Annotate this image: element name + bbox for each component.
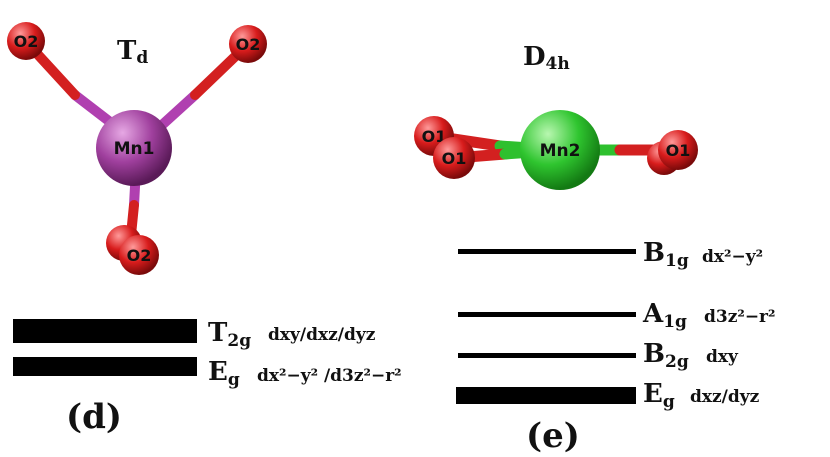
atom-o1-right: O1 xyxy=(647,130,698,175)
td-symmetry-label: Td xyxy=(117,36,148,68)
atom-mn2: Mn2 xyxy=(520,110,600,190)
level-bar-a1g xyxy=(458,312,636,317)
d4h-symmetry-label: D4h xyxy=(523,42,570,74)
atom-label-o1-left-top: O1 xyxy=(422,127,447,146)
panel-label-e: (e) xyxy=(526,416,580,456)
level-bar-b1g xyxy=(458,249,636,254)
td-molecule: O2 O2 O2 Mn1 xyxy=(7,22,267,275)
atom-o1-left-bottom: O1 xyxy=(433,137,475,179)
orbital-label-b1g: dx²−y² xyxy=(702,247,763,267)
level-bar-eg-e xyxy=(456,387,636,404)
level-label-b1g: B1g xyxy=(643,238,689,271)
orbital-label-eg-d: dx²−y² /d3z²−r² xyxy=(257,366,402,386)
atom-o2-bottom: O2 xyxy=(106,225,159,275)
orbital-label-eg-e: dxz/dyz xyxy=(690,387,760,407)
level-label-eg-e: Eg xyxy=(643,379,675,412)
level-label-t2g: T2g xyxy=(208,318,251,351)
level-label-a1g: A1g xyxy=(642,299,687,332)
orbital-label-b2g: dxy xyxy=(706,347,739,367)
atom-label-mn1: Mn1 xyxy=(114,139,155,159)
atom-label-o2-bottom: O2 xyxy=(127,246,152,265)
atom-label-o1-left-bottom: O1 xyxy=(442,149,467,168)
orbital-label-a1g: d3z²−r² xyxy=(704,307,775,327)
level-bar-eg-d xyxy=(13,357,197,376)
atom-label-o2-top-left: O2 xyxy=(14,32,39,51)
atom-label-mn2: Mn2 xyxy=(540,141,581,161)
d4h-molecule: O1 O1 Mn2 O1 xyxy=(414,110,698,190)
atom-o2-top-left: O2 xyxy=(7,22,45,60)
panel-label-d: (d) xyxy=(66,397,122,437)
level-label-b2g: B2g xyxy=(643,339,689,372)
atom-mn1: Mn1 xyxy=(96,110,172,186)
orbital-label-t2g: dxy/dxz/dyz xyxy=(268,325,376,345)
atom-label-o2-top-right: O2 xyxy=(236,35,261,54)
atom-o2-top-right: O2 xyxy=(229,25,267,63)
level-label-eg-d: Eg xyxy=(208,357,240,390)
atom-label-o1-right: O1 xyxy=(666,141,691,160)
level-bar-b2g xyxy=(458,353,636,358)
level-bar-t2g xyxy=(13,319,197,343)
